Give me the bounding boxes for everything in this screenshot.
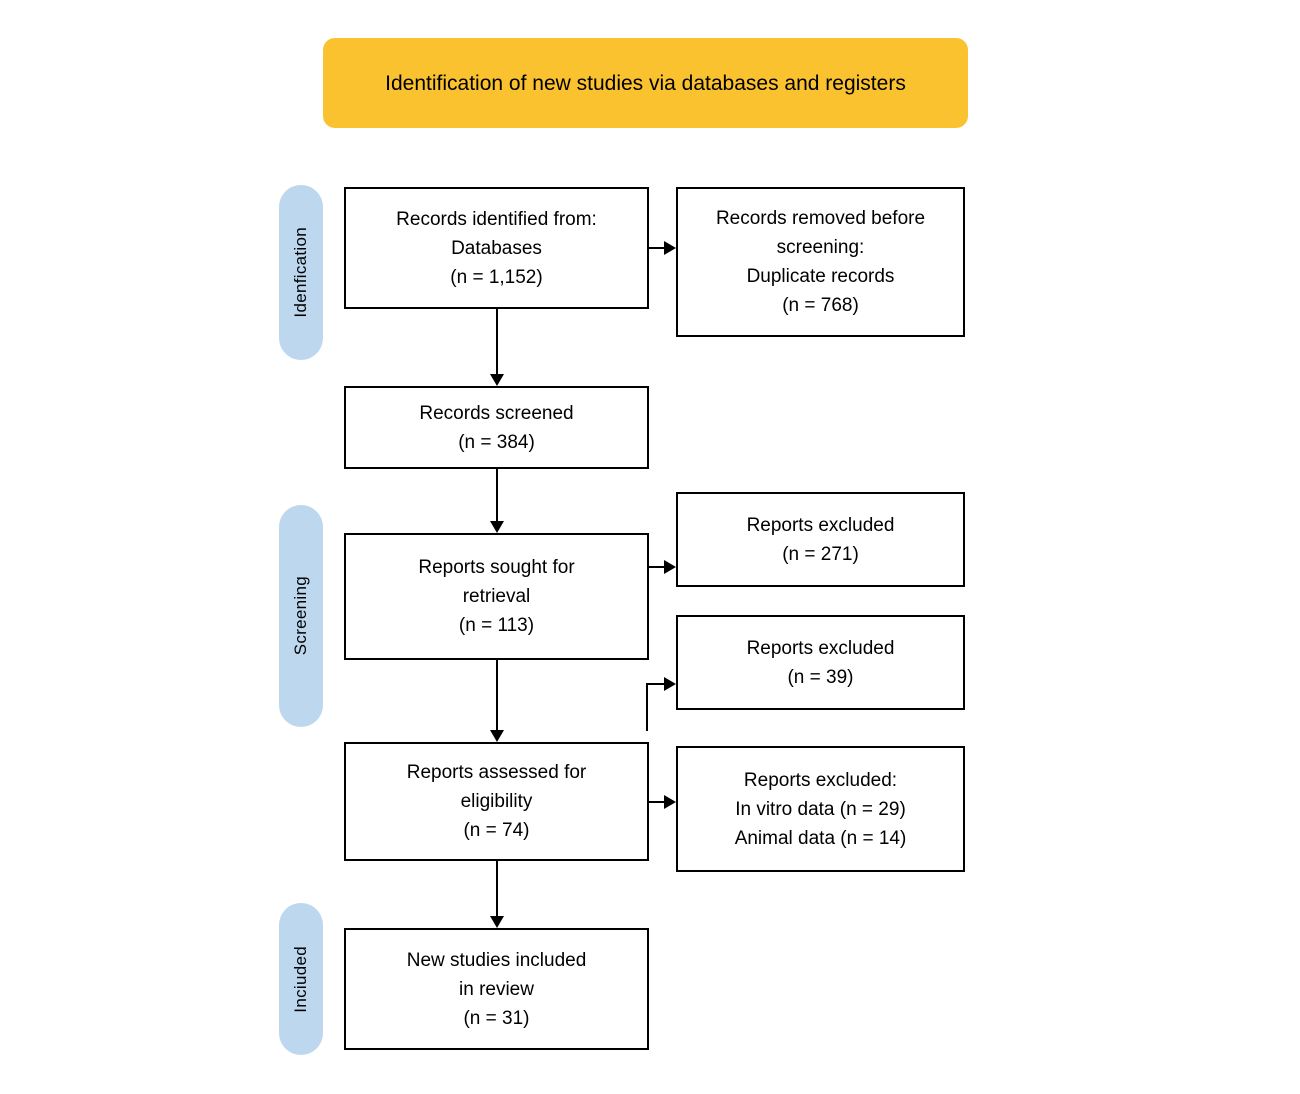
stage-pill-screening: Screening xyxy=(279,505,323,727)
connector-elbow-horizontal-to-excluded-2 xyxy=(646,683,664,685)
box-records-removed: Records removed before screening: Duplic… xyxy=(676,187,965,337)
box-line: Records identified from: xyxy=(396,208,597,230)
connector-screened-to-sought xyxy=(496,469,498,521)
arrowhead-sought-to-assessed xyxy=(490,730,504,742)
connector-assessed-to-included xyxy=(496,861,498,916)
box-line: Records screened xyxy=(419,402,574,424)
box-line: (n = 271) xyxy=(782,543,859,565)
stage-pill-identification: Idenfication xyxy=(279,185,323,360)
box-line: Databases xyxy=(451,237,542,259)
box-line: New studies included xyxy=(406,949,587,971)
stage-pill-included: Inciuded xyxy=(279,903,323,1055)
diagram-title-banner: Identification of new studies via databa… xyxy=(323,38,968,128)
connector-identified-to-removed xyxy=(649,247,664,249)
box-line: (n = 768) xyxy=(782,295,859,316)
box-line: Animal data (n = 14) xyxy=(734,827,907,849)
box-line: (n = 74) xyxy=(463,820,530,841)
arrowhead-identified-to-removed xyxy=(664,241,676,255)
box-line: (n = 1,152) xyxy=(450,266,543,288)
box-line: (n = 113) xyxy=(458,615,535,636)
box-line: eligibility xyxy=(460,791,533,812)
box-reports-excluded-detail: Reports excluded: In vitro data (n = 29)… xyxy=(676,746,965,872)
box-line: (n = 31) xyxy=(463,1007,530,1029)
connector-assessed-to-excluded-3 xyxy=(649,801,664,803)
box-line: Reports assessed for xyxy=(406,762,587,783)
stage-pill-identification-label: Idenfication xyxy=(291,227,310,318)
diagram-title-text: Identification of new studies via databa… xyxy=(385,71,906,95)
box-line: (n = 384) xyxy=(458,431,535,453)
arrowhead-elbow-to-excluded-2 xyxy=(664,677,676,691)
arrowhead-sought-to-excluded-1 xyxy=(664,560,676,574)
box-records-identified: Records identified from: Databases (n = … xyxy=(344,187,649,309)
box-reports-excluded-39: Reports excluded (n = 39) xyxy=(676,615,965,710)
box-reports-excluded-271: Reports excluded (n = 271) xyxy=(676,492,965,587)
box-reports-sought: Reports sought for retrieval (n = 113) xyxy=(344,533,649,660)
stage-pill-included-label: Inciuded xyxy=(291,945,310,1013)
box-line: In vitro data (n = 29) xyxy=(735,798,906,820)
box-line: retrieval xyxy=(462,586,531,607)
box-line: Reports excluded: xyxy=(743,769,898,791)
box-line: Duplicate records xyxy=(746,266,895,287)
arrowhead-screened-to-sought xyxy=(490,521,504,533)
box-line: Reports excluded xyxy=(746,637,895,659)
box-new-studies-included: New studies included in review (n = 31) xyxy=(344,928,649,1050)
box-line: Reports excluded xyxy=(746,514,895,536)
box-line: screening: xyxy=(776,237,865,258)
connector-elbow-vertical-to-excluded-2 xyxy=(646,683,648,731)
box-line: in review xyxy=(459,978,534,1000)
arrowhead-assessed-to-included xyxy=(490,916,504,928)
arrowhead-assessed-to-excluded-3 xyxy=(664,795,676,809)
arrowhead-identified-to-screened xyxy=(490,374,504,386)
box-records-screened: Records screened (n = 384) xyxy=(344,386,649,469)
stage-pill-screening-label: Screening xyxy=(291,576,310,656)
box-reports-assessed: Reports assessed for eligibility (n = 74… xyxy=(344,742,649,861)
box-line: Records removed before xyxy=(715,208,926,229)
connector-identified-to-screened xyxy=(496,309,498,374)
box-line: Reports sought for xyxy=(418,557,575,578)
connector-sought-to-assessed xyxy=(496,660,498,730)
box-line: (n = 39) xyxy=(787,666,854,688)
connector-sought-to-excluded-1 xyxy=(649,566,664,568)
